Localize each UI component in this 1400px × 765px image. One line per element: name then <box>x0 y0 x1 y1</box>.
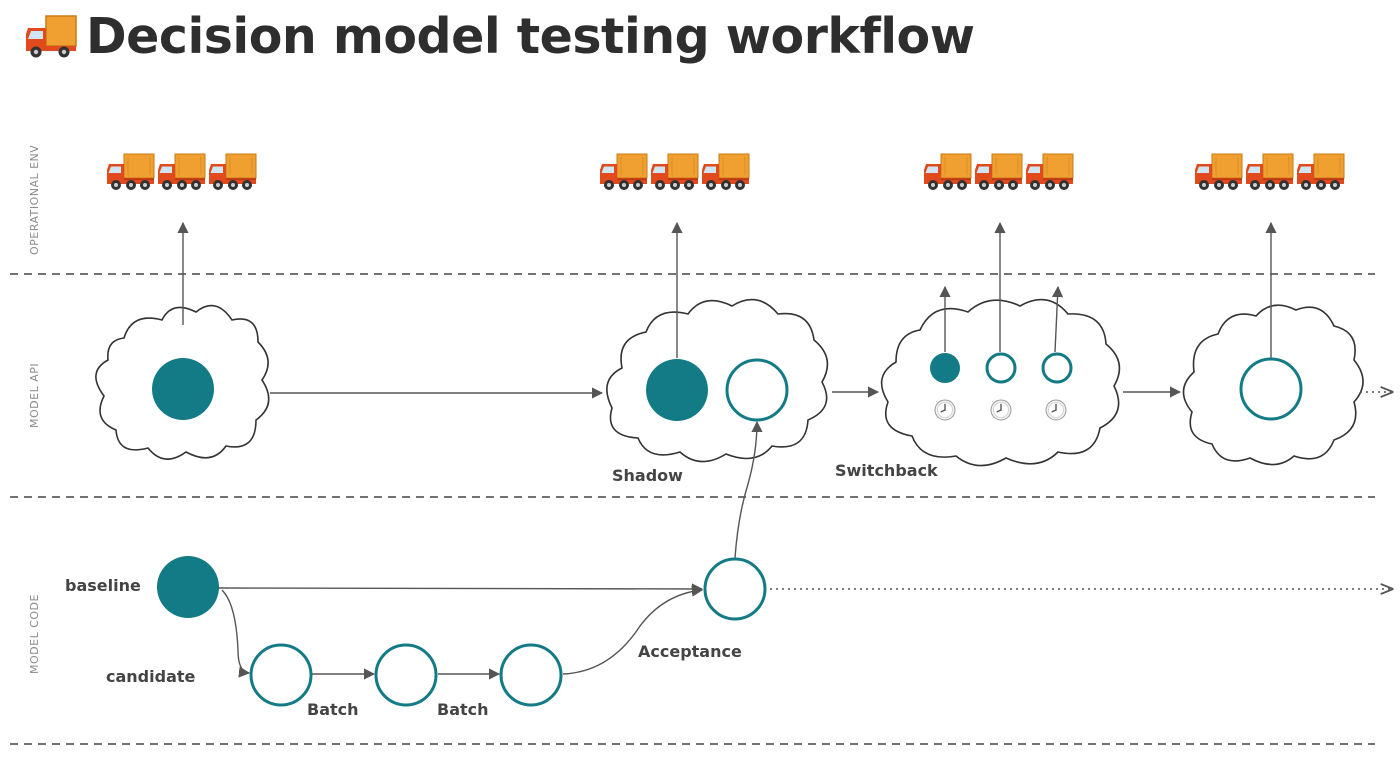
label-batch-1: Batch <box>307 700 359 719</box>
label-acceptance: Acceptance <box>638 642 742 661</box>
label-switchback: Switchback <box>835 461 938 480</box>
page-title: Decision model testing workflow <box>24 8 975 65</box>
flow-arrow-baseline-to-acceptance <box>217 583 704 595</box>
deploy-arrow-switchback-right <box>1051 285 1064 353</box>
delivery-truck-icon <box>208 153 257 191</box>
baseline-model-node-code <box>157 556 219 618</box>
clock-icon <box>990 399 1012 421</box>
candidate-model-node-final <box>1239 357 1303 421</box>
delivery-truck-icon <box>1245 153 1294 191</box>
candidate-model-node-switchback-a <box>985 352 1017 384</box>
baseline-model-node-api <box>152 358 214 420</box>
clock-icon <box>934 399 956 421</box>
clock-icon <box>1045 399 1067 421</box>
delivery-truck-icon <box>701 153 750 191</box>
label-candidate: candidate <box>106 667 196 686</box>
delivery-truck-icon <box>923 153 972 191</box>
label-baseline: baseline <box>65 576 141 595</box>
acceptance-model-node <box>703 557 767 621</box>
cloud-icon-shadow-deployment <box>606 298 829 463</box>
delivery-truck-icon <box>599 153 648 191</box>
delivery-truck-icon <box>974 153 1023 191</box>
candidate-model-node-2 <box>374 643 438 707</box>
candidate-model-node-switchback-b <box>1041 352 1073 384</box>
delivery-truck-icon <box>650 153 699 191</box>
candidate-model-node-3 <box>499 643 563 707</box>
delivery-truck-icon <box>1296 153 1345 191</box>
label-shadow: Shadow <box>612 466 683 485</box>
delivery-truck-emoji-icon <box>26 14 77 57</box>
delivery-truck-icon <box>106 153 155 191</box>
baseline-model-node-shadow <box>646 359 708 421</box>
flow-arrow-acceptance-to-shadow <box>734 420 763 559</box>
truck-fleet-final <box>1194 153 1345 191</box>
lane-label-model-code: MODEL CODE <box>28 594 41 674</box>
page-title-text: Decision model testing workflow <box>86 8 975 65</box>
delivery-truck-icon <box>157 153 206 191</box>
delivery-truck-icon <box>1025 153 1074 191</box>
candidate-model-node-1 <box>249 643 313 707</box>
lane-label-operational-env: OPERATIONAL ENV <box>28 145 41 255</box>
truck-fleet-switchback <box>923 153 1074 191</box>
truck-fleet-shadow <box>599 153 750 191</box>
truck-fleet-baseline <box>106 153 257 191</box>
flow-arrow-baseline-to-candidate <box>221 589 251 678</box>
delivery-truck-icon <box>1194 153 1243 191</box>
candidate-model-node-shadow <box>725 358 789 422</box>
flow-arrow-to-acceptance <box>562 585 704 675</box>
baseline-model-node-switchback <box>930 353 960 383</box>
label-batch-2: Batch <box>437 700 489 719</box>
lane-label-model-api: MODEL API <box>28 363 41 428</box>
